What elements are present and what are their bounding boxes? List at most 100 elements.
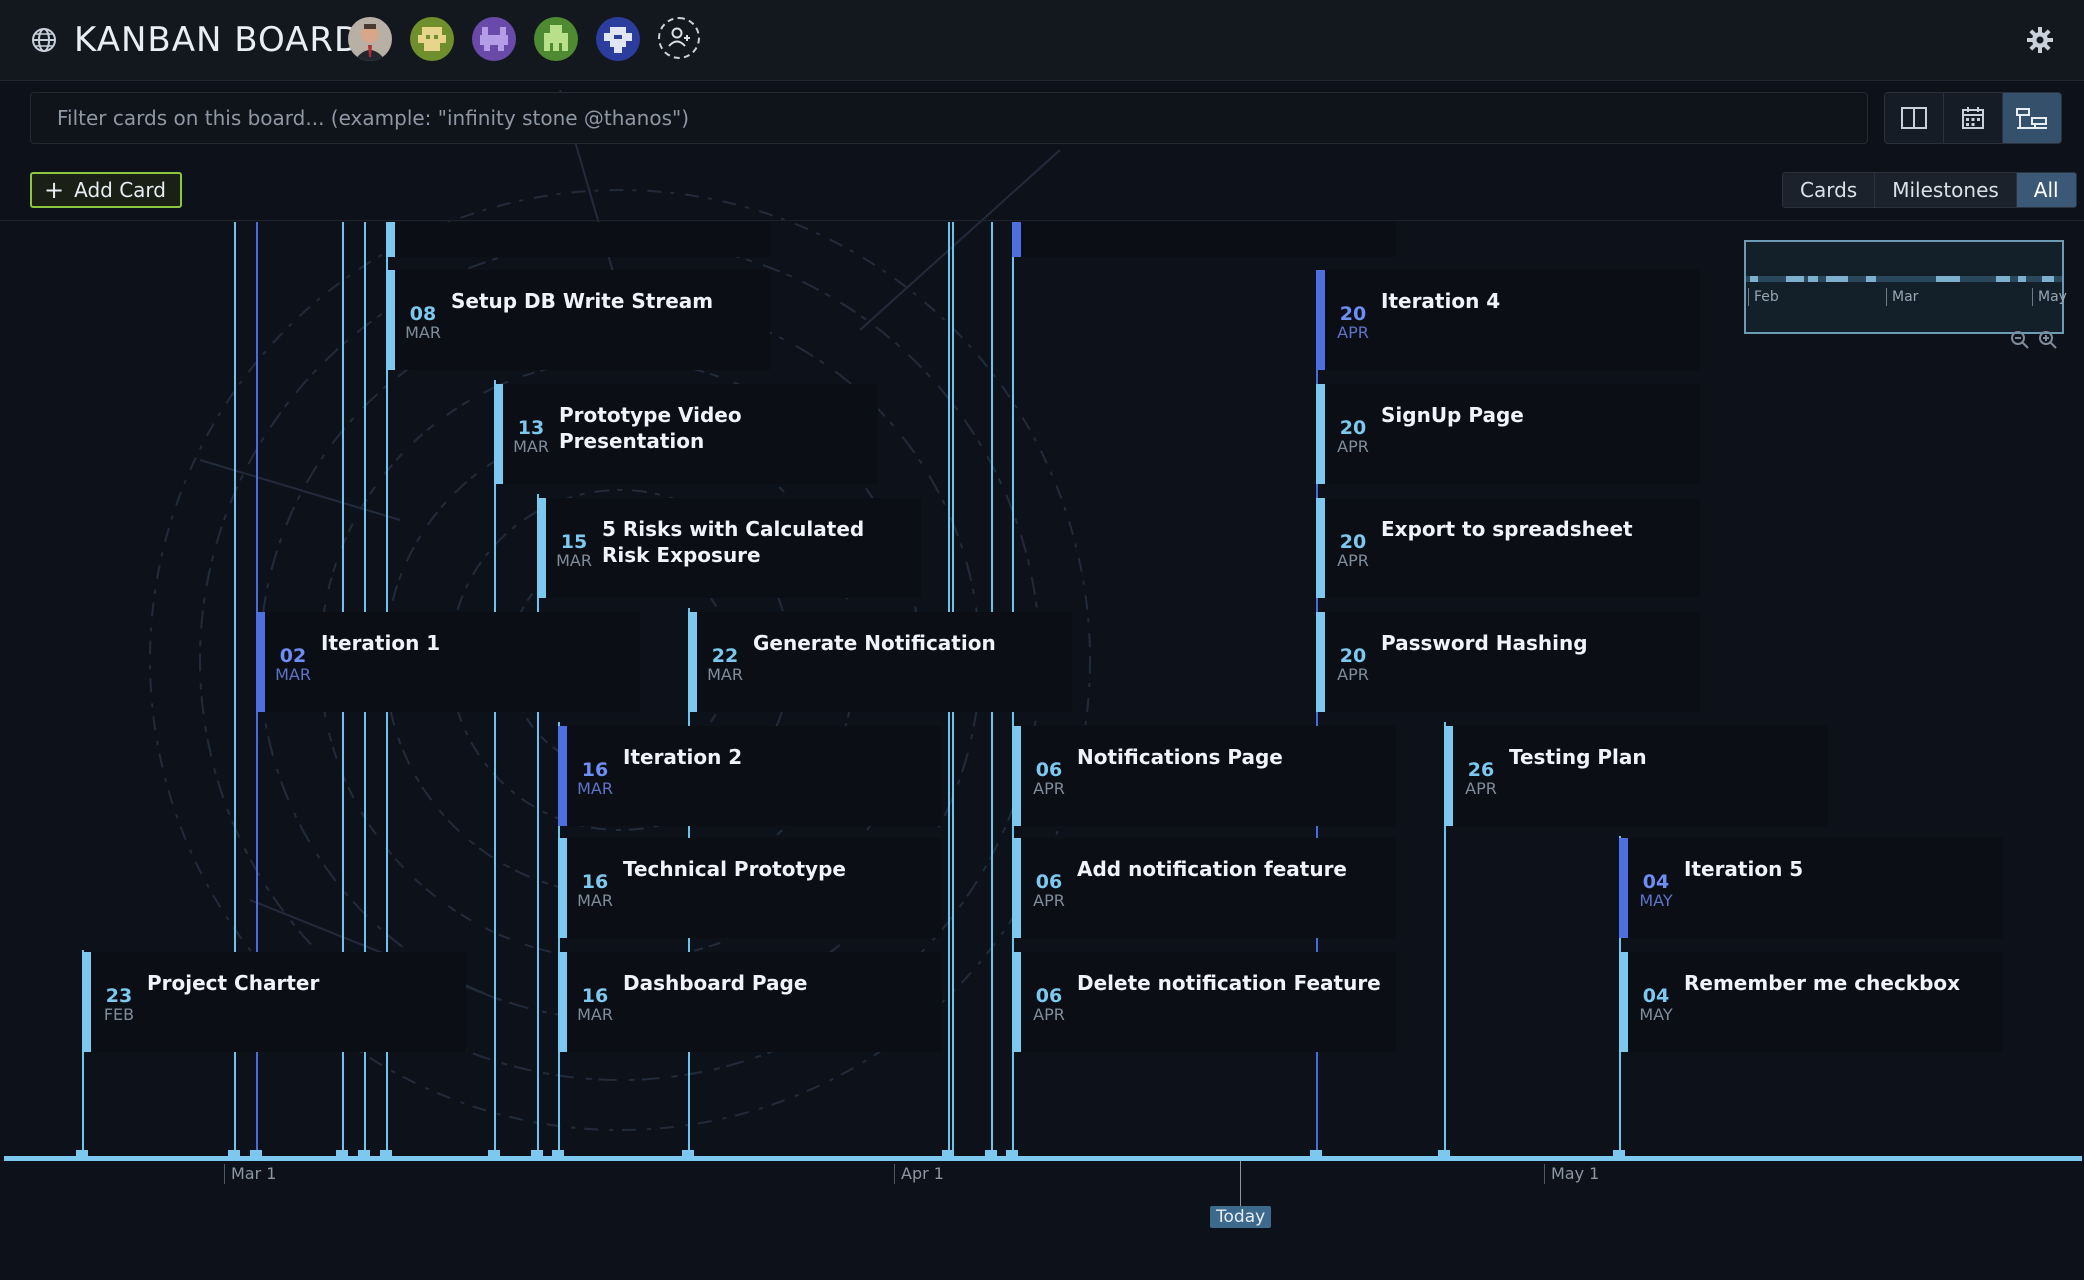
axis-marker xyxy=(228,1150,240,1157)
add-member-button[interactable] xyxy=(658,17,700,59)
card-accent-bar xyxy=(537,498,546,598)
timeline-card[interactable]: 20 APR SignUp Page xyxy=(1316,384,1700,484)
timeline-milestone[interactable]: 20 APR Iteration 4 xyxy=(1316,270,1700,370)
timeline-card[interactable]: 16 MAR Technical Prototype xyxy=(558,838,942,938)
timeline-card[interactable]: 08 MAR Setup DB Write Stream xyxy=(386,270,770,370)
card-title: SignUp Page xyxy=(1381,403,1524,427)
globe-icon[interactable] xyxy=(30,26,58,54)
timeline-card[interactable]: 04 MAY Remember me checkbox xyxy=(1619,952,2003,1052)
timeline-connector xyxy=(558,722,560,1158)
filter-tab-cards[interactable]: Cards xyxy=(1783,173,1876,207)
timeline-card[interactable]: 22 MAR Generate Notification xyxy=(688,612,1072,712)
timeline-card[interactable]: 06 APR Notifications Page xyxy=(1012,726,1396,826)
timeline-view-button[interactable] xyxy=(2003,93,2061,143)
member-avatar-3[interactable] xyxy=(472,17,516,61)
card-date-month: MAR xyxy=(405,323,441,342)
add-member-icon xyxy=(668,27,690,47)
member-avatar-4[interactable] xyxy=(534,17,578,61)
card-date-day: 22 xyxy=(711,645,739,667)
card-title: Testing Plan xyxy=(1509,745,1647,769)
card-title: Iteration 5 xyxy=(1684,857,1804,881)
timeline-view-icon xyxy=(2016,108,2047,129)
card-date-month: MAR xyxy=(577,891,613,910)
card-date: 16 MAR xyxy=(573,986,617,1024)
card-date: 04 MAY xyxy=(1634,986,1678,1024)
card-date-day: 26 xyxy=(1467,759,1495,781)
card-date: 23 FEB xyxy=(97,986,141,1024)
axis-marker xyxy=(250,1150,262,1157)
member-avatar-5[interactable] xyxy=(596,17,640,61)
timeline-card[interactable]: 16 MAR Dashboard Page xyxy=(558,952,942,1052)
card-title: Export to spreadsheet xyxy=(1381,517,1633,541)
axis-marker xyxy=(1310,1150,1322,1157)
card-date: 15 MAR xyxy=(552,532,596,570)
axis-marker xyxy=(1006,1150,1018,1157)
board-view-icon xyxy=(1901,107,1927,129)
timeline-axis[interactable] xyxy=(4,1156,2082,1161)
add-card-label: Add Card xyxy=(74,178,166,202)
card-accent-bar xyxy=(1619,952,1628,1052)
card-accent-bar xyxy=(1316,498,1325,598)
card-title: Notifications Page xyxy=(1077,745,1283,769)
timeline-card[interactable]: 26 APR Testing Plan xyxy=(1444,726,1828,826)
view-mode-switcher xyxy=(1884,92,2062,144)
timeline-card[interactable]: 23 FEB Project Charter xyxy=(82,952,466,1052)
card-date-month: APR xyxy=(1337,323,1369,342)
card-date: 06 APR xyxy=(1027,872,1071,910)
timeline-connector xyxy=(494,380,496,1158)
card-date-day: 16 xyxy=(581,871,609,893)
card-type-filter: Cards Milestones All xyxy=(1782,172,2077,208)
gear-icon[interactable] xyxy=(2026,26,2054,54)
member-avatar-2[interactable] xyxy=(410,17,454,61)
timeline-milestone[interactable]: 02 MAR Iteration 1 xyxy=(256,612,640,712)
axis-label-mar: Mar 1 xyxy=(224,1164,276,1184)
add-card-button[interactable]: + Add Card xyxy=(30,172,182,208)
milestone-accent-bar xyxy=(558,726,567,826)
today-marker-line xyxy=(1240,1161,1241,1211)
axis-marker xyxy=(1438,1150,1450,1157)
timeline-card[interactable]: 15 MAR 5 Risks with Calculated Risk Expo… xyxy=(537,498,921,598)
timeline-card[interactable]: 20 APR Password Hashing xyxy=(1316,612,1700,712)
filter-tab-all[interactable]: All xyxy=(2016,173,2076,207)
card-accent-bar xyxy=(494,384,503,484)
calendar-view-button[interactable] xyxy=(1944,93,2003,143)
timeline-card[interactable]: 06 APR Add notification feature xyxy=(1012,838,1396,938)
zoom-in-icon[interactable] xyxy=(2038,330,2058,350)
card-date-month: APR xyxy=(1033,779,1065,798)
card-title: Dashboard Page xyxy=(623,971,808,995)
minimap-label-feb: Feb xyxy=(1748,288,1779,306)
board-header: KANBAN BOARD xyxy=(0,0,2084,81)
card-title: Delete notification Feature xyxy=(1077,971,1381,995)
card-stub[interactable] xyxy=(386,222,770,257)
timeline-milestone[interactable]: 16 MAR Iteration 2 xyxy=(558,726,942,826)
card-date-day: 23 xyxy=(105,985,133,1007)
timeline-connector xyxy=(1316,270,1318,1158)
timeline-milestone[interactable]: 04 MAY Iteration 5 xyxy=(1619,838,2003,938)
timeline-card[interactable]: 06 APR Delete notification Feature xyxy=(1012,952,1396,1052)
card-stub[interactable] xyxy=(1012,222,1396,257)
board-title: KANBAN BOARD xyxy=(74,20,362,60)
card-date: 16 MAR xyxy=(573,872,617,910)
minimap-zoom-controls xyxy=(2010,330,2058,350)
timeline-minimap[interactable]: Feb Mar May xyxy=(1744,240,2067,334)
axis-marker xyxy=(682,1150,694,1157)
filter-input[interactable] xyxy=(31,93,1867,143)
card-date: 20 APR xyxy=(1331,646,1375,684)
axis-marker xyxy=(76,1150,88,1157)
zoom-out-icon[interactable] xyxy=(2010,330,2030,350)
card-accent-bar xyxy=(386,270,395,370)
member-avatar-1[interactable] xyxy=(348,17,392,61)
card-date-day: 20 xyxy=(1339,303,1367,325)
timeline-card[interactable]: 20 APR Export to spreadsheet xyxy=(1316,498,1700,598)
timeline-card[interactable]: 13 MAR Prototype Video Presentation xyxy=(494,384,878,484)
filter-tab-milestones[interactable]: Milestones xyxy=(1875,173,2017,207)
today-badge[interactable]: Today xyxy=(1210,1206,1272,1228)
card-title: 5 Risks with Calculated Risk Exposure xyxy=(602,517,865,567)
filter-bar xyxy=(30,92,1868,144)
axis-label-may: May 1 xyxy=(1544,1164,1599,1184)
card-date: 20 APR xyxy=(1331,418,1375,456)
card-date-day: 20 xyxy=(1339,417,1367,439)
card-accent-bar xyxy=(688,612,697,712)
board-view-button[interactable] xyxy=(1885,93,1944,143)
card-date: 13 MAR xyxy=(509,418,553,456)
